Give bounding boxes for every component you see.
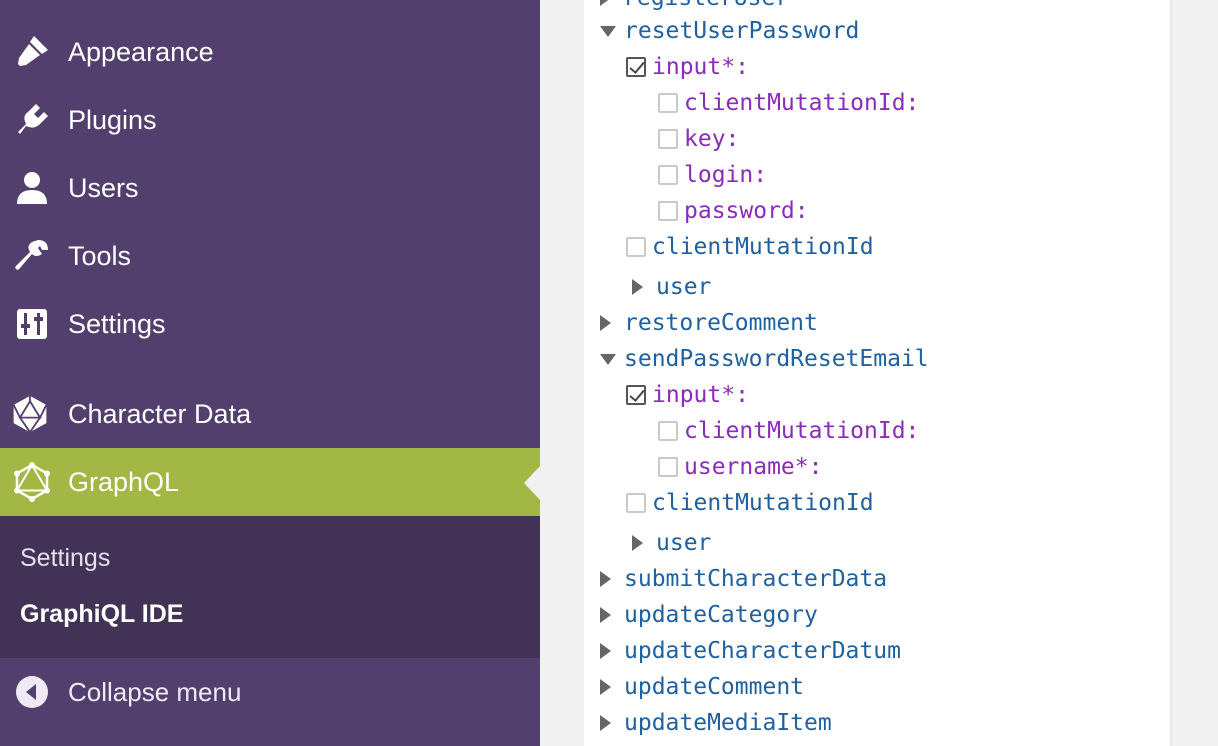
- checkbox-checked[interactable]: [626, 385, 646, 405]
- admin-sidebar: Appearance Plugins Users Tools Settings …: [0, 0, 540, 746]
- dice-icon: [10, 394, 50, 434]
- collapsed-arrow-icon[interactable]: [632, 535, 643, 551]
- argument-name: password:: [684, 198, 809, 224]
- argument-name: login:: [684, 162, 768, 188]
- user-icon: [12, 168, 52, 208]
- sidebar-item-label: Tools: [68, 240, 132, 271]
- graphql-submenu: Settings GraphiQL IDE: [0, 516, 540, 658]
- argument-name: input*:: [652, 382, 749, 408]
- mutation-name: updateComment: [624, 674, 805, 700]
- sliders-icon: [12, 304, 52, 344]
- argument-row-key[interactable]: key:: [658, 123, 739, 155]
- field-name: clientMutationId: [652, 234, 874, 260]
- mutation-row-resetUserPassword[interactable]: resetUserPassword: [600, 15, 859, 47]
- field-row-clientMutationId[interactable]: clientMutationId: [626, 487, 874, 519]
- sidebar-item-label: GraphQL: [68, 466, 180, 497]
- argument-name: username*:: [684, 454, 823, 480]
- collapsed-arrow-icon[interactable]: [632, 279, 643, 295]
- mutation-row-updateCharacterDatum[interactable]: updateCharacterDatum: [600, 635, 901, 667]
- mutation-name: resetUserPassword: [624, 18, 860, 44]
- collapsed-arrow-icon[interactable]: [600, 0, 611, 6]
- submenu-item-settings[interactable]: Settings: [20, 544, 111, 572]
- checkbox[interactable]: [626, 493, 646, 513]
- collapsed-arrow-icon[interactable]: [600, 679, 611, 695]
- mutation-row-updateComment[interactable]: updateComment: [600, 671, 804, 703]
- field-name: user: [656, 274, 712, 300]
- submenu-item-graphiql-ide[interactable]: GraphiQL IDE: [20, 600, 184, 628]
- field-row-user[interactable]: user: [632, 271, 711, 303]
- checkbox[interactable]: [658, 421, 678, 441]
- mutation-row-registerUser[interactable]: registerUser: [600, 0, 789, 14]
- argument-row-login[interactable]: login:: [658, 159, 767, 191]
- collapsed-arrow-icon[interactable]: [600, 607, 611, 623]
- argument-name: clientMutationId:: [684, 418, 920, 444]
- collapsed-arrow-icon[interactable]: [600, 315, 611, 331]
- field-row-user[interactable]: user: [632, 527, 711, 559]
- sidebar-item-users[interactable]: Users: [0, 154, 540, 222]
- sidebar-item-appearance[interactable]: Appearance: [0, 18, 540, 86]
- sidebar-item-graphql[interactable]: GraphQL: [0, 448, 540, 516]
- collapsed-arrow-icon[interactable]: [600, 715, 611, 731]
- graphql-icon: [12, 462, 52, 502]
- plugin-icon: [12, 100, 52, 140]
- sidebar-item-tools[interactable]: Tools: [0, 222, 540, 290]
- checkbox[interactable]: [658, 93, 678, 113]
- checkbox[interactable]: [626, 237, 646, 257]
- field-row-clientMutationId[interactable]: clientMutationId: [626, 231, 874, 263]
- field-name: user: [656, 530, 712, 556]
- argument-row-clientMutationId[interactable]: clientMutationId:: [658, 415, 919, 447]
- collapse-arrow-icon: [14, 674, 50, 710]
- argument-name: clientMutationId:: [684, 90, 920, 116]
- sidebar-item-label: Settings: [68, 308, 166, 339]
- sidebar-item-label: Appearance: [68, 36, 214, 67]
- mutation-row-updateMediaItem[interactable]: updateMediaItem: [600, 707, 832, 739]
- argument-row-username[interactable]: username*:: [658, 451, 822, 483]
- sidebar-item-label: Character Data: [68, 398, 252, 429]
- sidebar-item-label: Plugins: [68, 104, 157, 135]
- mutation-name: updateMediaItem: [624, 710, 832, 736]
- argument-row-clientMutationId[interactable]: clientMutationId:: [658, 87, 919, 119]
- active-indicator-arrow: [524, 466, 540, 500]
- checkbox[interactable]: [658, 457, 678, 477]
- mutation-name: updateCharacterDatum: [624, 638, 901, 664]
- sidebar-item-character-data[interactable]: Character Data: [0, 380, 540, 448]
- sidebar-item-plugins[interactable]: Plugins: [0, 86, 540, 154]
- argument-name: key:: [684, 126, 740, 152]
- argument-row-input[interactable]: input*:: [626, 51, 749, 83]
- mutation-row-restoreComment[interactable]: restoreComment: [600, 307, 818, 339]
- argument-row-password[interactable]: password:: [658, 195, 809, 227]
- collapsed-arrow-icon[interactable]: [600, 643, 611, 659]
- mutation-name: updateCategory: [624, 602, 818, 628]
- argument-row-input[interactable]: input*:: [626, 379, 749, 411]
- checkbox[interactable]: [658, 165, 678, 185]
- collapse-menu-button[interactable]: Collapse menu: [0, 658, 540, 726]
- expanded-arrow-icon[interactable]: [600, 25, 616, 37]
- collapsed-arrow-icon[interactable]: [600, 571, 611, 587]
- graphiql-explorer-panel: registerUser resetUserPassword input*: c…: [584, 0, 1170, 746]
- mutation-row-updateCategory[interactable]: updateCategory: [600, 599, 818, 631]
- checkbox[interactable]: [658, 129, 678, 149]
- paintbrush-icon: [12, 32, 52, 72]
- panel-divider: [1170, 0, 1172, 746]
- mutation-name: registerUser: [623, 0, 789, 11]
- wrench-icon: [12, 236, 52, 276]
- collapse-menu-label: Collapse menu: [68, 676, 242, 707]
- sidebar-item-label: Users: [68, 172, 139, 203]
- checkbox[interactable]: [658, 201, 678, 221]
- mutation-row-sendPasswordResetEmail[interactable]: sendPasswordResetEmail: [600, 343, 929, 375]
- mutation-name: sendPasswordResetEmail: [624, 346, 929, 372]
- sidebar-item-settings[interactable]: Settings: [0, 290, 540, 358]
- expanded-arrow-icon[interactable]: [600, 353, 616, 365]
- mutation-name: submitCharacterData: [624, 566, 888, 592]
- field-name: clientMutationId: [652, 490, 874, 516]
- mutation-row-submitCharacterData[interactable]: submitCharacterData: [600, 563, 887, 595]
- mutation-name: restoreComment: [624, 310, 818, 336]
- argument-name: input*:: [652, 54, 749, 80]
- checkbox-checked[interactable]: [626, 57, 646, 77]
